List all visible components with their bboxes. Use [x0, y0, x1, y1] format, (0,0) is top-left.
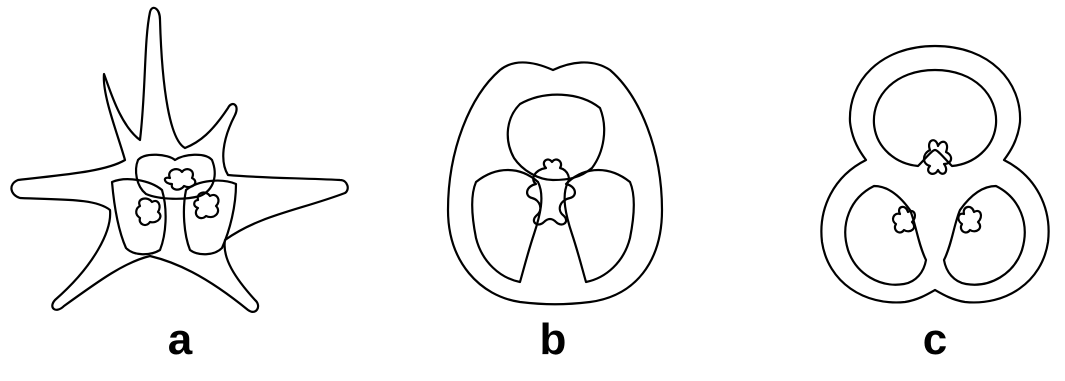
panel-label-a: a — [150, 318, 210, 362]
panel-c-right-locule — [944, 186, 1025, 285]
panel-c-left-ovules — [893, 207, 915, 233]
panel-b-drawing — [448, 62, 662, 304]
panel-c-drawing — [821, 46, 1048, 302]
panel-a-drawing — [11, 8, 347, 312]
panel-b-right-locule — [565, 170, 634, 282]
panel-label-b: b — [523, 318, 583, 362]
panel-c-left-locule — [845, 186, 926, 285]
panel-c-right-ovules — [958, 207, 981, 233]
panel-a-outer-outline — [11, 8, 347, 312]
panel-c-central-ovules — [924, 140, 951, 174]
panel-a-left-ovules — [136, 199, 160, 225]
panel-b-top-locule — [508, 95, 604, 180]
panel-label-c: c — [905, 318, 965, 362]
panel-c-top-locule — [874, 70, 996, 166]
panel-a-right-ovules — [194, 193, 218, 219]
